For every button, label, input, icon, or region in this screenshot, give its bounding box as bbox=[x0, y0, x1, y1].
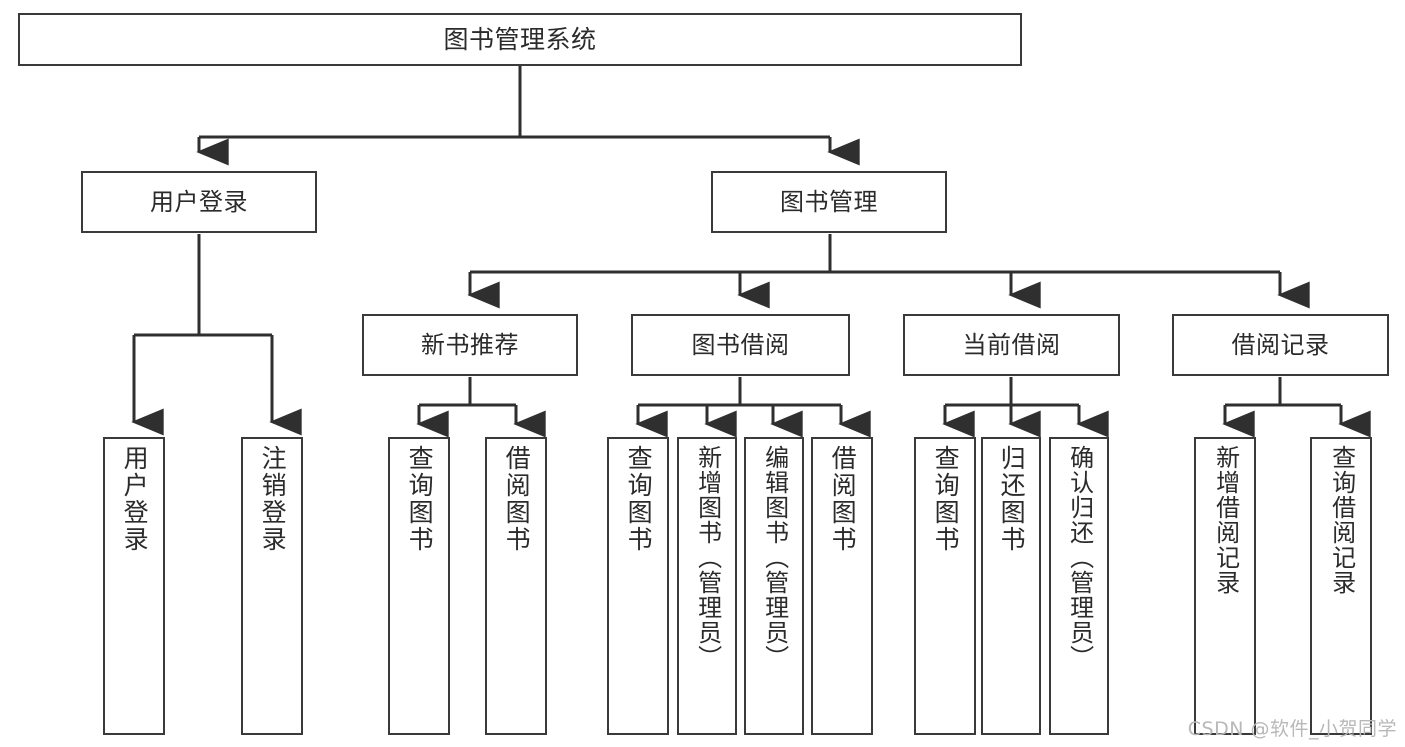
leaf-query-book-newbook[interactable]: 查询图书 bbox=[388, 437, 450, 735]
leaf-confirm-return-admin[interactable]: 确认归还（管理员） bbox=[1049, 437, 1109, 735]
node-label: 图书管理 bbox=[780, 187, 878, 216]
node-label: 借阅图书 bbox=[502, 445, 532, 553]
leaf-return-book[interactable]: 归还图书 bbox=[981, 437, 1041, 735]
node-label: 借阅图书 bbox=[828, 445, 858, 553]
node-root-system[interactable]: 图书管理系统 bbox=[18, 13, 1022, 66]
leaf-add-book-admin[interactable]: 新增图书（管理员） bbox=[677, 437, 737, 735]
node-label: 新书推荐 bbox=[421, 330, 519, 359]
node-label: 借阅记录 bbox=[1231, 330, 1330, 359]
leaf-borrow-book[interactable]: 借阅图书 bbox=[811, 437, 873, 735]
node-label: 查询借阅记录 bbox=[1327, 445, 1356, 595]
node-label: 新增借阅记录 bbox=[1211, 445, 1240, 595]
node-current-borrow[interactable]: 当前借阅 bbox=[903, 314, 1120, 376]
node-book-management[interactable]: 图书管理 bbox=[711, 171, 947, 233]
watermark-text: CSDN @软件_小贺同学 bbox=[1187, 718, 1397, 740]
leaf-user-login[interactable]: 用户登录 bbox=[103, 437, 165, 735]
node-label: 编辑图书（管理员） bbox=[760, 445, 789, 670]
node-label: 新增图书（管理员） bbox=[693, 445, 722, 670]
node-label: 用户登录 bbox=[150, 187, 248, 216]
leaf-query-book-current[interactable]: 查询图书 bbox=[914, 437, 976, 735]
leaf-edit-book-admin[interactable]: 编辑图书（管理员） bbox=[744, 437, 804, 735]
node-user-login[interactable]: 用户登录 bbox=[81, 171, 317, 233]
leaf-logout-login[interactable]: 注销登录 bbox=[241, 437, 303, 735]
node-label: 查询图书 bbox=[931, 445, 961, 553]
node-label: 查询图书 bbox=[405, 445, 435, 553]
leaf-query-book-borrow[interactable]: 查询图书 bbox=[607, 437, 669, 735]
node-label: 用户登录 bbox=[120, 445, 150, 553]
leaf-query-borrow-record[interactable]: 查询借阅记录 bbox=[1310, 437, 1372, 735]
node-label: 查询图书 bbox=[624, 445, 654, 553]
node-label: 确认归还（管理员） bbox=[1065, 445, 1094, 670]
node-borrow-record[interactable]: 借阅记录 bbox=[1172, 314, 1389, 376]
node-label: 注销登录 bbox=[258, 445, 288, 553]
node-book-borrow[interactable]: 图书借阅 bbox=[631, 314, 850, 376]
leaf-add-borrow-record[interactable]: 新增借阅记录 bbox=[1194, 437, 1256, 735]
node-label: 图书借阅 bbox=[691, 330, 790, 359]
node-new-book-recommend[interactable]: 新书推荐 bbox=[362, 314, 578, 376]
node-label: 图书管理系统 bbox=[443, 24, 597, 54]
node-label: 当前借阅 bbox=[962, 330, 1061, 359]
leaf-borrow-book-newbook[interactable]: 借阅图书 bbox=[485, 437, 547, 735]
node-label: 归还图书 bbox=[997, 445, 1027, 553]
